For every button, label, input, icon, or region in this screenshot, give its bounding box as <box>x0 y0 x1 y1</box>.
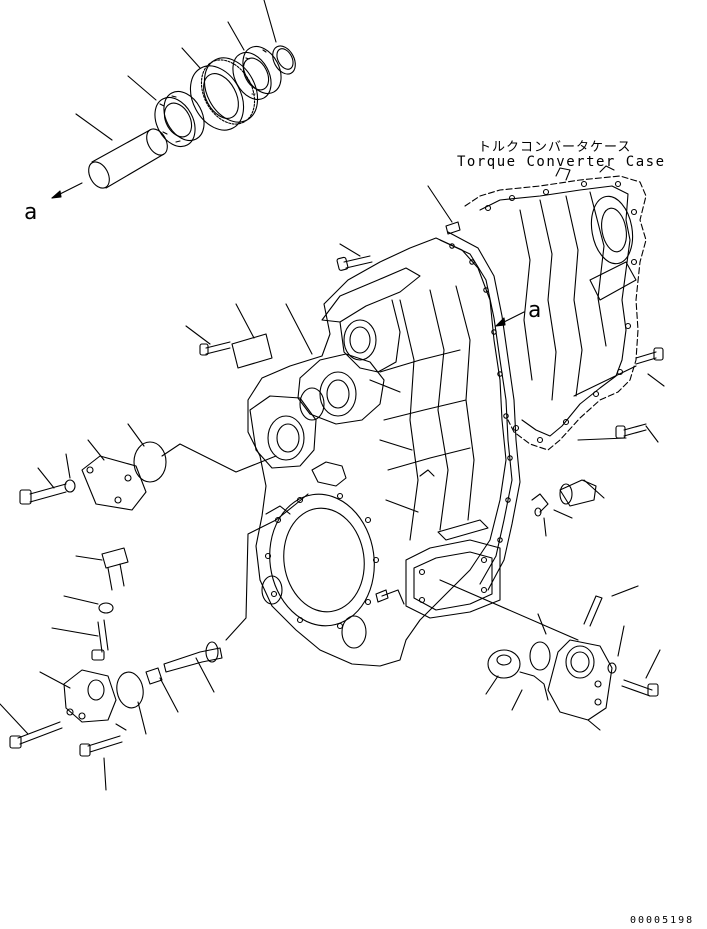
bearing-small <box>147 85 212 154</box>
reference-a-left: a <box>24 200 38 225</box>
drawing-code: 00005198 <box>630 915 695 926</box>
torque-converter-case-label-en: Torque Converter Case <box>457 154 666 170</box>
upper-small-parts <box>20 186 664 536</box>
bearing-large <box>225 40 288 106</box>
arrow-a-right-head <box>496 318 505 326</box>
shaft-pipe <box>84 125 171 191</box>
torque-converter-case-label-jp: トルクコンバータケース <box>478 140 632 155</box>
transmission-case <box>248 232 524 666</box>
flange-bolt-holes <box>486 182 637 443</box>
torque-converter-case <box>465 166 646 450</box>
leader-lines-top <box>76 0 276 140</box>
opening-bolt-holes <box>266 494 379 629</box>
shaft-group <box>52 0 300 198</box>
lower-right-parts <box>440 580 660 730</box>
snap-ring <box>268 42 300 78</box>
reference-a-right: a <box>528 298 542 323</box>
arrow-a-left-head <box>52 191 61 198</box>
lower-left-parts <box>0 494 308 790</box>
case-flange-bolts <box>450 244 512 542</box>
